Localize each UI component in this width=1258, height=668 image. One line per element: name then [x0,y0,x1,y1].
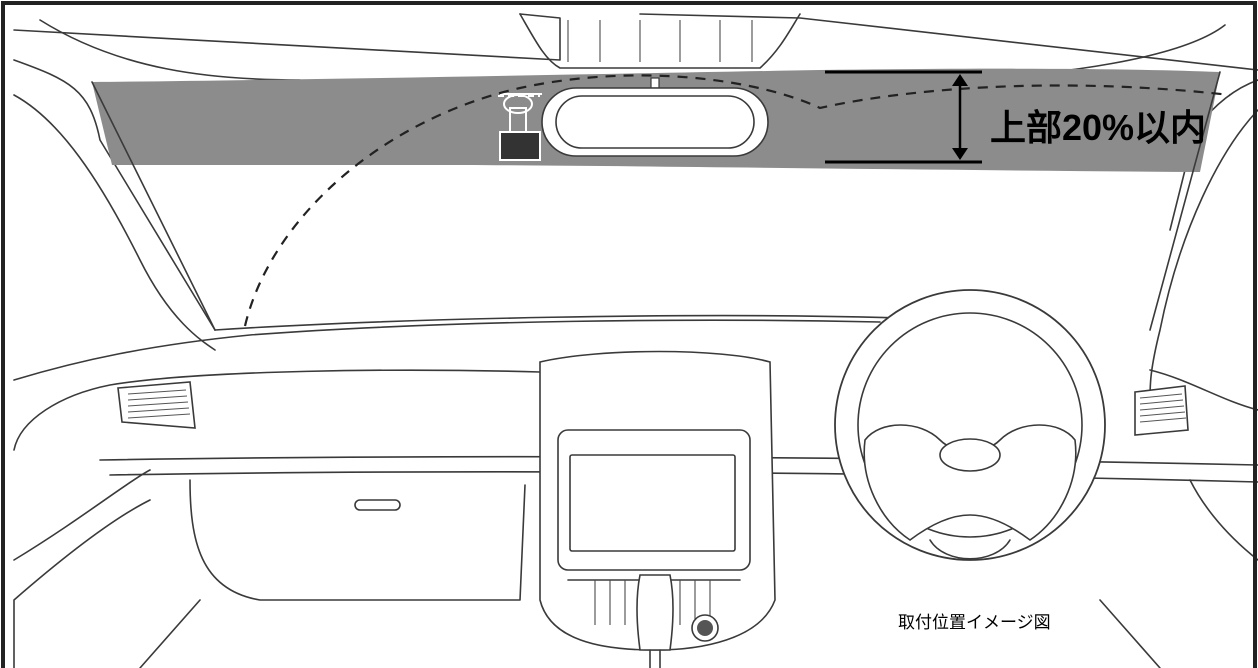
console-knob [697,620,713,636]
glovebox-handle [354,499,401,511]
nav-display-screen [569,454,736,552]
shift-lever [636,574,674,651]
left-air-vent [117,381,196,429]
right-air-vent [1134,385,1189,436]
rearview-mirror-icon [541,77,769,157]
center-console [539,350,776,668]
wiper-sweep-dashed-line [243,74,1231,327]
height-limit-label: 上部20%以内 [990,107,1206,148]
steering-wheel-icon [834,289,1106,561]
dashcam-icon [498,93,542,161]
diagram-caption: 取付位置イメージ図 [898,613,1051,632]
height-dimension-marker [825,70,982,164]
roof-and-pillars [13,13,1258,401]
